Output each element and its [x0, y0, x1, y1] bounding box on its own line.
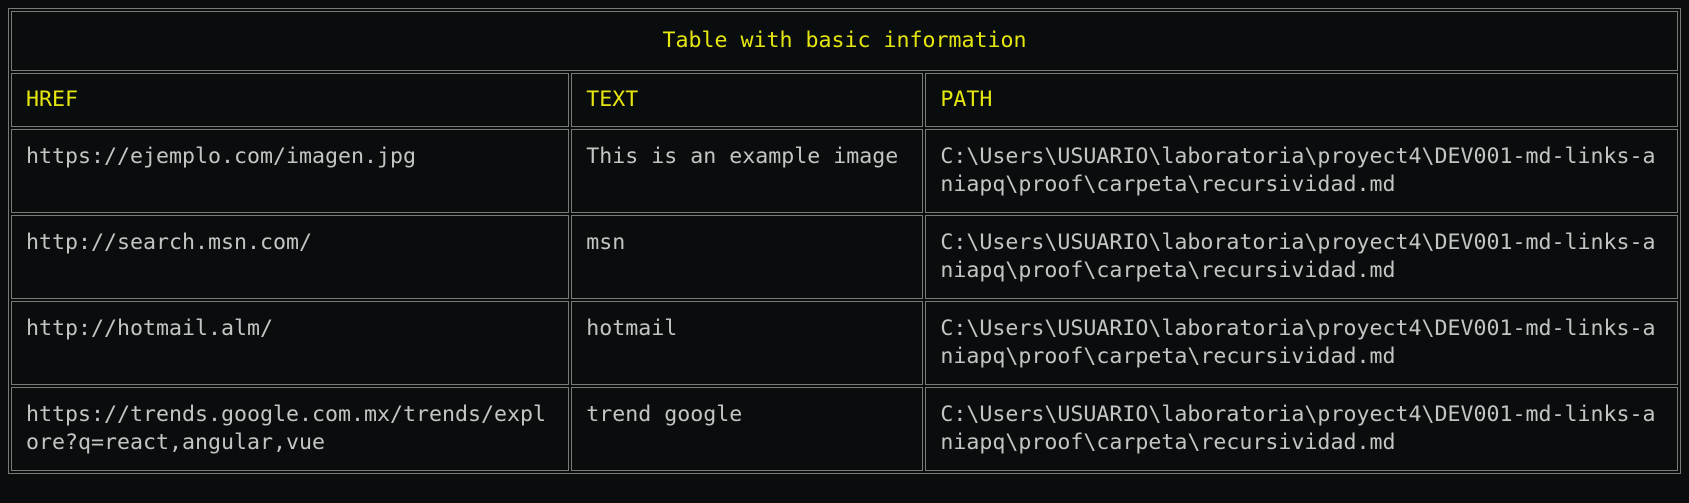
- cell-path: C:\Users\USUARIO\laboratoria\proyect4\DE…: [925, 215, 1678, 299]
- cell-path: C:\Users\USUARIO\laboratoria\proyect4\DE…: [925, 387, 1678, 471]
- text-value: hotmail: [586, 316, 678, 341]
- table-row: https://trends.google.com.mx/trends/expl…: [11, 387, 1678, 471]
- cell-path: C:\Users\USUARIO\laboratoria\proyect4\DE…: [925, 129, 1678, 213]
- path-value: C:\Users\USUARIO\laboratoria\proyect4\DE…: [940, 316, 1656, 369]
- md-links-table: Table with basic information HREF TEXT P…: [8, 8, 1681, 474]
- cell-href: http://hotmail.alm/: [11, 301, 570, 385]
- cell-text: trend google: [571, 387, 924, 471]
- cell-text: hotmail: [571, 301, 924, 385]
- path-value: C:\Users\USUARIO\laboratoria\proyect4\DE…: [940, 230, 1656, 283]
- column-header-text-label: TEXT: [586, 87, 639, 112]
- path-value: C:\Users\USUARIO\laboratoria\proyect4\DE…: [940, 402, 1656, 455]
- href-value: http://search.msn.com/: [26, 230, 313, 255]
- path-value: C:\Users\USUARIO\laboratoria\proyect4\DE…: [940, 144, 1656, 197]
- href-value: https://ejemplo.com/imagen.jpg: [26, 144, 417, 169]
- table-row: http://search.msn.com/ msn C:\Users\USUA…: [11, 215, 1678, 299]
- column-header-href-label: HREF: [26, 87, 79, 112]
- cell-href: http://search.msn.com/: [11, 215, 570, 299]
- href-value: http://hotmail.alm/: [26, 316, 274, 341]
- cell-path: C:\Users\USUARIO\laboratoria\proyect4\DE…: [925, 301, 1678, 385]
- column-header-href: HREF: [11, 73, 570, 127]
- text-value: This is an example image: [586, 144, 899, 169]
- cell-href: https://ejemplo.com/imagen.jpg: [11, 129, 570, 213]
- column-header-text: TEXT: [571, 73, 924, 127]
- cell-text: msn: [571, 215, 924, 299]
- text-value: msn: [586, 230, 626, 255]
- header-row: HREF TEXT PATH: [11, 73, 1678, 127]
- table-row: https://ejemplo.com/imagen.jpg This is a…: [11, 129, 1678, 213]
- table-title: Table with basic information: [11, 11, 1678, 71]
- cell-href: https://trends.google.com.mx/trends/expl…: [11, 387, 570, 471]
- title-row: Table with basic information: [11, 11, 1678, 71]
- text-value: trend google: [586, 402, 743, 427]
- cell-text: This is an example image: [571, 129, 924, 213]
- column-header-path: PATH: [925, 73, 1678, 127]
- column-header-path-label: PATH: [940, 87, 993, 112]
- table-row: http://hotmail.alm/ hotmail C:\Users\USU…: [11, 301, 1678, 385]
- href-value: https://trends.google.com.mx/trends/expl…: [26, 402, 547, 455]
